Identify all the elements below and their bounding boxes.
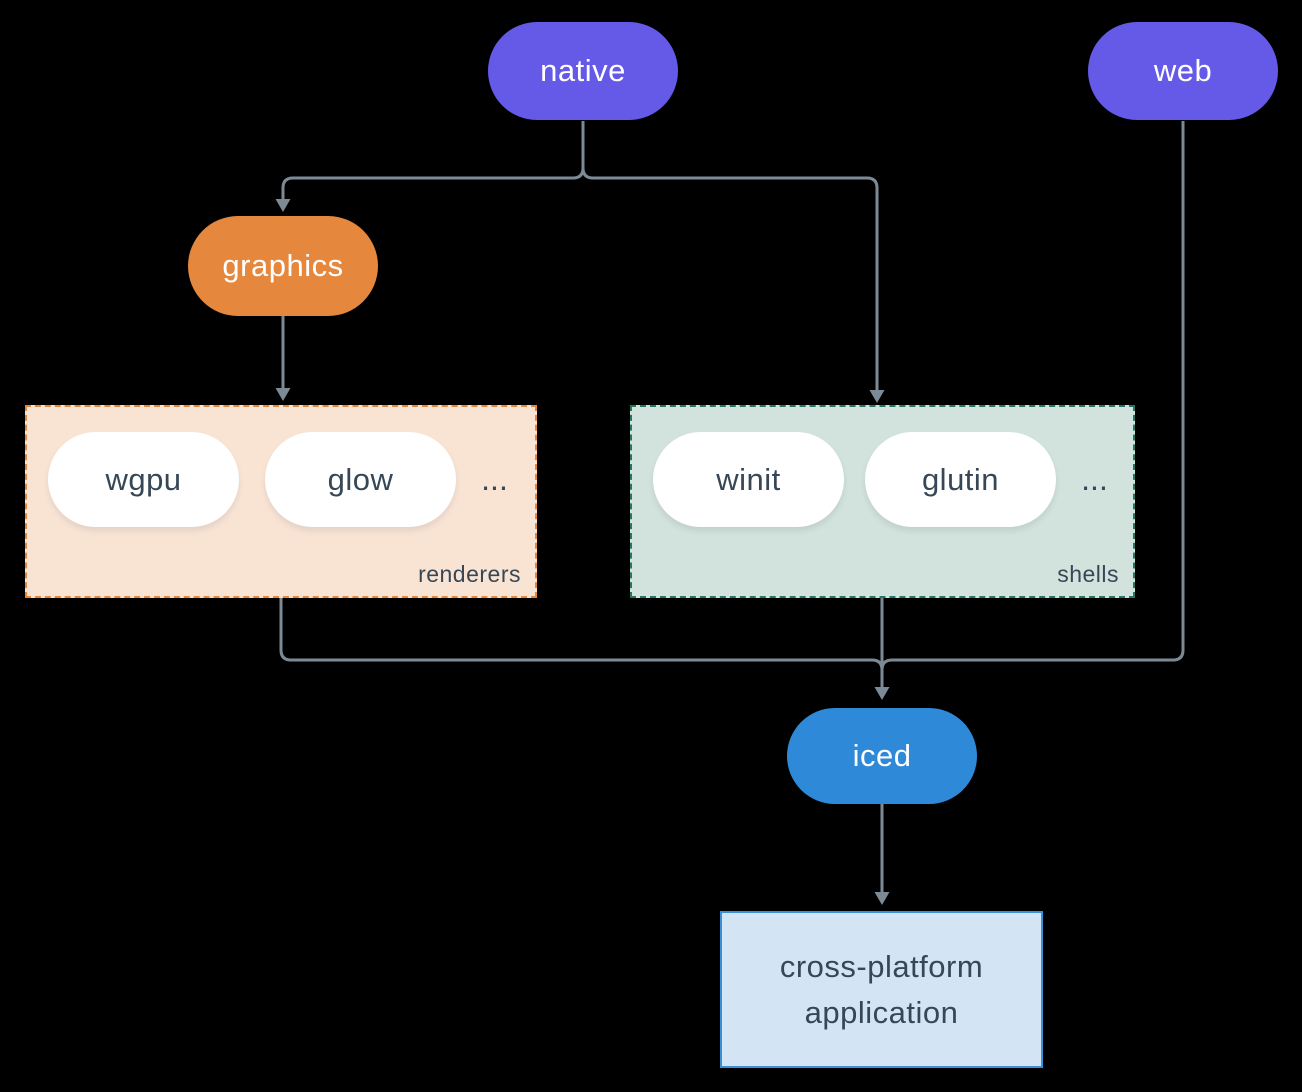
ellipsis-shells: ... xyxy=(1081,461,1108,497)
node-web: web xyxy=(1088,22,1278,120)
group-label-shells: shells xyxy=(1057,561,1119,587)
edge-native-to-graphics xyxy=(281,121,585,200)
node-native-label: native xyxy=(540,53,626,88)
arrowhead-application xyxy=(874,892,890,905)
edge-renderers-to-iced xyxy=(279,598,884,671)
pill-wgpu: wgpu xyxy=(48,432,239,527)
pill-wgpu-label: wgpu xyxy=(105,461,182,497)
node-graphics-label: graphics xyxy=(222,248,344,283)
group-renderers: wgpu glow ... renderers xyxy=(25,405,537,598)
arrowhead-graphics xyxy=(275,199,291,212)
node-iced-label: iced xyxy=(852,738,912,773)
app-label-line1: cross-platform xyxy=(779,948,984,984)
pill-glow: glow xyxy=(265,432,456,527)
node-native: native xyxy=(488,22,678,120)
edge-native-to-shells xyxy=(581,121,879,391)
arrowhead-iced xyxy=(874,687,890,700)
pill-winit: winit xyxy=(653,432,844,527)
node-iced: iced xyxy=(787,708,977,804)
node-application: cross-platform application xyxy=(720,911,1043,1068)
arrowhead-renderers xyxy=(275,388,291,401)
app-label-line2: application xyxy=(804,994,959,1030)
group-shells: winit glutin ... shells xyxy=(630,405,1135,598)
ellipsis-renderers: ... xyxy=(481,461,508,497)
pill-glutin-label: glutin xyxy=(921,461,1000,497)
pill-glutin: glutin xyxy=(865,432,1056,527)
group-label-renderers: renderers xyxy=(418,561,521,587)
pill-glow-label: glow xyxy=(327,461,394,497)
pill-winit-label: winit xyxy=(716,461,781,497)
arrowhead-shells xyxy=(869,390,885,403)
node-graphics: graphics xyxy=(188,216,378,316)
node-web-label: web xyxy=(1153,53,1213,88)
